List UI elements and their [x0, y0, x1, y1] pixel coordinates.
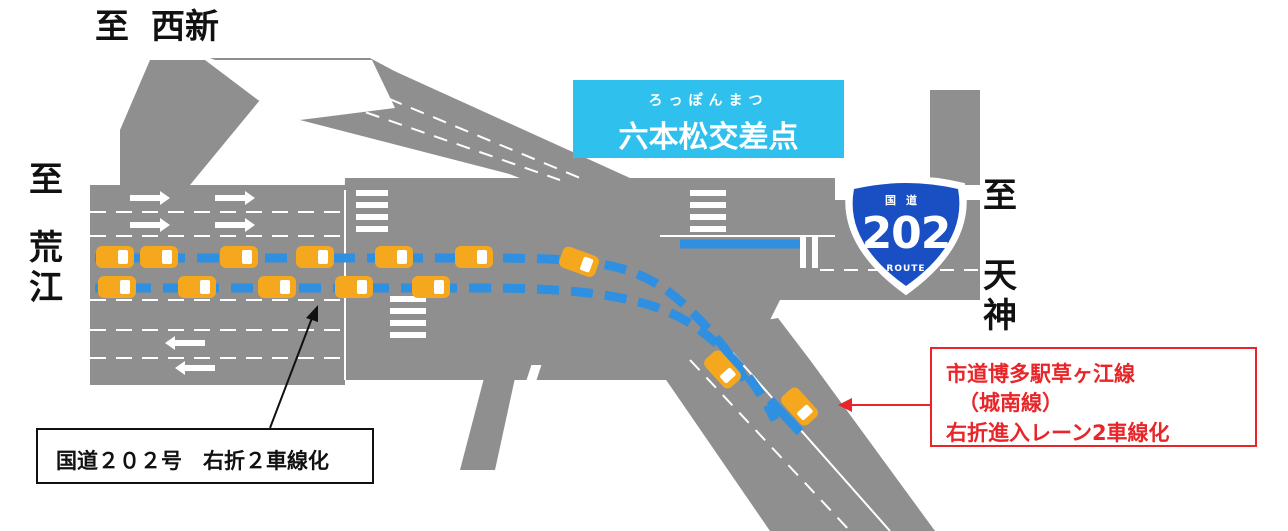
direction-north-label: 至西新 [95, 10, 219, 44]
route-shield-icon [845, 176, 967, 296]
lane-arrows [130, 191, 255, 375]
intersection-name-box: ろっぽんまつ 六本松交差点 [573, 80, 844, 158]
cars [96, 246, 818, 426]
direction-west-char-2: 江 [29, 268, 63, 308]
direction-west-char-1: 荒 [29, 228, 63, 268]
callout-left: 国道２０２号 右折２車線化 [36, 428, 374, 484]
callout-left-arrowhead [306, 305, 318, 322]
car [140, 246, 178, 268]
car [96, 246, 134, 268]
car [258, 276, 296, 298]
callout-right-line-3: 右折進入レーン2車線化 [946, 421, 1170, 445]
car [375, 246, 413, 268]
direction-east-char-2: 神 [983, 296, 1017, 336]
route-sign-label: ROUTE [886, 264, 926, 274]
direction-east-char-1: 天 [983, 256, 1017, 296]
car [704, 350, 741, 389]
direction-east-to: 至 [983, 176, 1017, 216]
car [412, 276, 450, 298]
callout-left-text: 国道２０２号 右折２車線化 [56, 449, 329, 473]
car [98, 276, 136, 298]
crosswalks [324, 140, 818, 397]
callout-right: 市道博多駅草ヶ江線 （城南線） 右折進入レーン2車線化 [930, 347, 1257, 447]
route-sign-number: 202 [861, 208, 952, 259]
route-sign: 国道 202 ROUTE [836, 174, 976, 298]
car [296, 246, 334, 268]
direction-place: 西新 [151, 7, 219, 47]
callout-left-leader [269, 317, 313, 429]
car [335, 276, 373, 298]
direction-east-place: 天 神 [978, 256, 1022, 336]
route-sign-title: 国道 [885, 194, 927, 207]
callout-right-line-2: （城南線） [958, 391, 1063, 415]
turn-lane-highlights [95, 239, 804, 436]
car [559, 246, 600, 277]
direction-west-to: 至 [29, 160, 63, 200]
car [220, 246, 258, 268]
callout-right-line-1: 市道博多駅草ヶ江線 [946, 362, 1135, 386]
car [178, 276, 216, 298]
car [455, 246, 493, 268]
median-island [205, 60, 395, 120]
intersection-name: 六本松交差点 [618, 120, 799, 155]
direction-west-place: 荒 江 [24, 228, 68, 308]
direction-to: 至 [95, 7, 129, 47]
intersection-ruby: ろっぽんまつ [648, 93, 769, 109]
car [781, 387, 818, 426]
callout-right-arrowhead [838, 398, 852, 412]
